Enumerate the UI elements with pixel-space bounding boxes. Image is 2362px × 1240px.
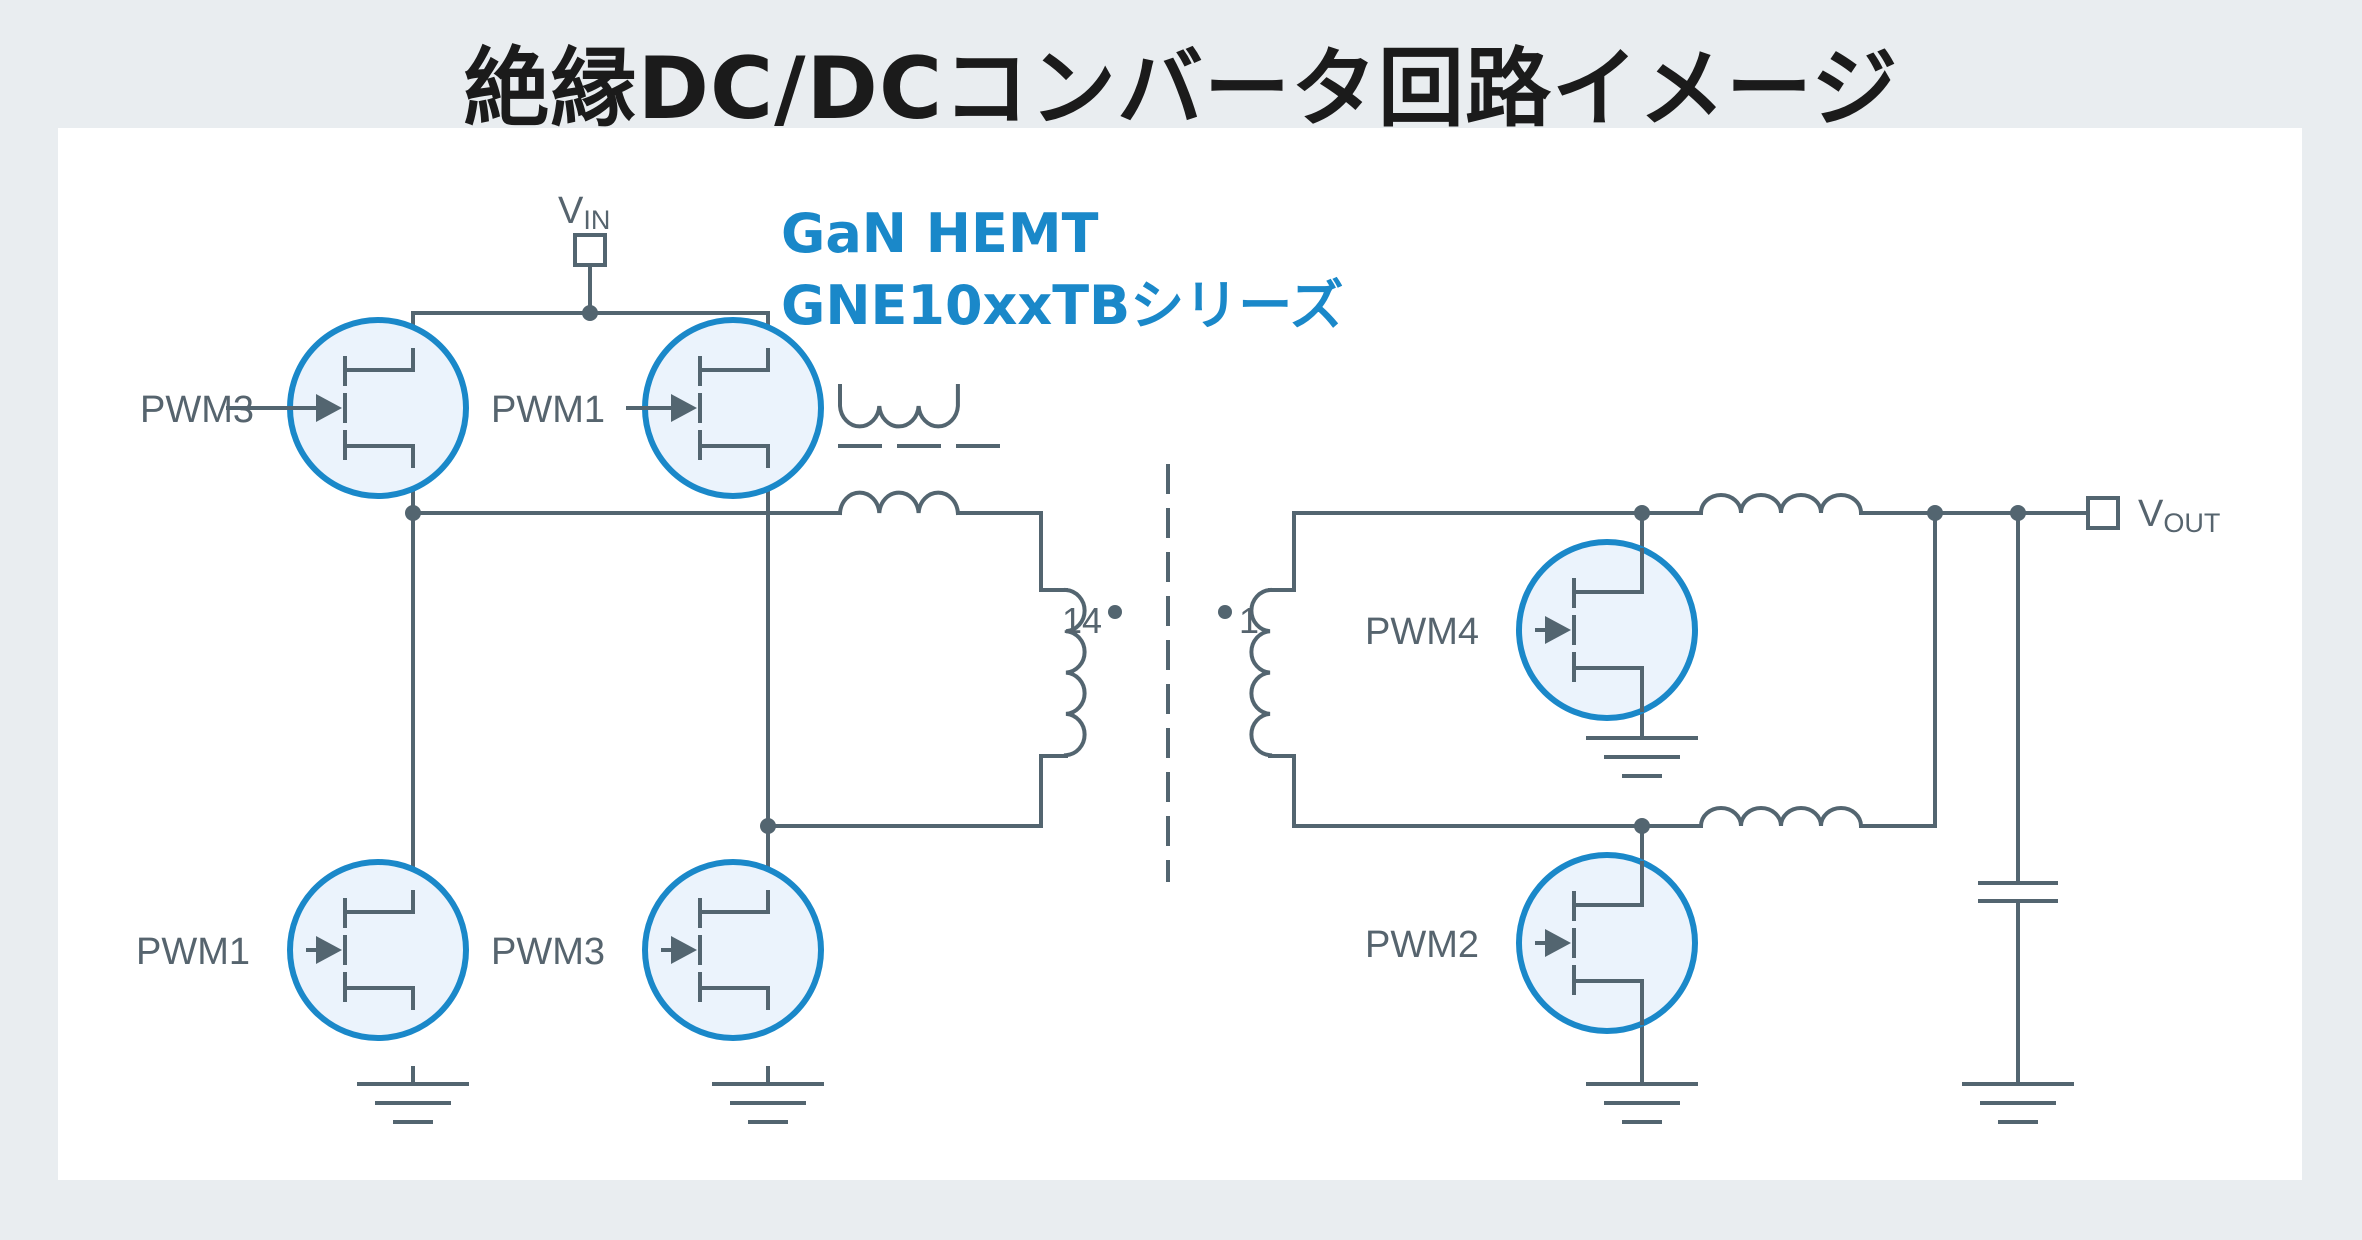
- hemt-q1-top-left: [226, 317, 469, 499]
- secondary-wiring: [1268, 493, 2120, 1086]
- vin-label: VIN: [558, 190, 610, 235]
- hemt-q2-top-right: [626, 317, 824, 499]
- hemt-q3-bottom-left: [287, 859, 469, 1041]
- junction-dot: [582, 305, 598, 321]
- pwm3-top-label: PWM3: [140, 389, 254, 431]
- junction-dot: [1927, 505, 1943, 521]
- hemt-q4-bottom-right: [642, 859, 824, 1041]
- page-title: 絶縁DC/DCコンバータ回路イメージ: [463, 39, 1899, 139]
- pin-label-primary: 14: [1062, 600, 1102, 641]
- junction-dot: [1634, 818, 1650, 834]
- pin-label-secondary: 1: [1239, 600, 1259, 641]
- circuit-panel: 14 1: [58, 128, 2302, 1180]
- junction-dot: [1634, 505, 1650, 521]
- pwm4-label: PWM4: [1365, 611, 1479, 653]
- callout-line2: GNE10xxTBシリーズ: [781, 274, 1344, 337]
- ground-symbol: [1586, 736, 1698, 778]
- vin-terminal: [573, 233, 607, 267]
- callout-line1: GaN HEMT: [781, 202, 1099, 265]
- circuit-diagram: 14 1: [136, 190, 2220, 1124]
- ground-symbol: [1586, 1082, 1698, 1124]
- pwm1-bottom-label: PWM1: [136, 931, 250, 973]
- resonant-inductor: [837, 384, 1000, 516]
- junction-dot: [760, 818, 776, 834]
- hemt-q6-secondary-bottom: [1516, 852, 1698, 1034]
- ground-symbol: [712, 1082, 824, 1124]
- pwm1-top-label: PWM1: [491, 389, 605, 431]
- pwm2-label: PWM2: [1365, 924, 1479, 966]
- junction-dot: [2010, 505, 2026, 521]
- ground-symbol: [1962, 1082, 2074, 1124]
- pwm3-bottom-label: PWM3: [491, 931, 605, 973]
- ground-symbol: [357, 1082, 469, 1124]
- vout-label: VOUT: [2138, 493, 2220, 538]
- polarity-dot: [1218, 605, 1232, 619]
- polarity-dot: [1108, 605, 1122, 619]
- vout-terminal: [2086, 496, 2120, 530]
- junction-dot: [405, 505, 421, 521]
- hemt-q5-secondary-top: [1516, 539, 1698, 721]
- transformer: 14 1: [1062, 464, 1273, 882]
